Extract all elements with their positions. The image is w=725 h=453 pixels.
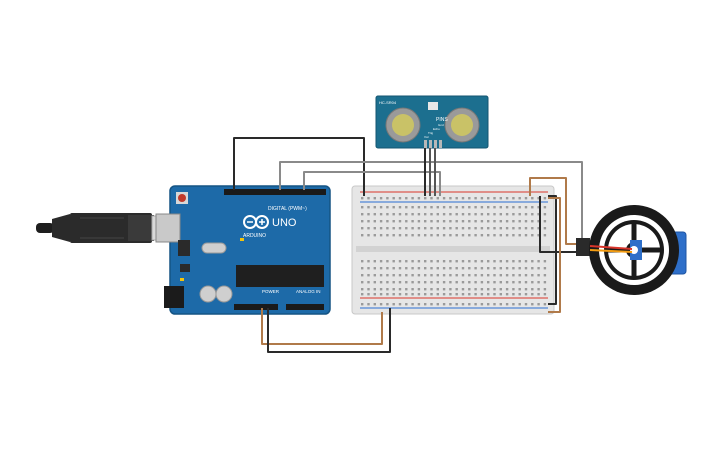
wire-black-gnd-top[interactable] (233, 137, 365, 196)
sensor-pin-echo: Echo (433, 127, 440, 131)
wire-brown-5v[interactable] (261, 308, 383, 345)
sensor-part-label: HC-SR04 (379, 100, 397, 105)
wires[interactable] (233, 137, 583, 353)
sensor-pin-trig: Trig (428, 131, 433, 135)
digital-header-label: DIGITAL (PWM~) (268, 206, 307, 212)
breadboard-holes[interactable] (361, 197, 547, 306)
power-header-strip[interactable] (234, 304, 278, 310)
analog-header-label: ANALOG IN (296, 289, 321, 294)
digital-header-strip[interactable] (224, 189, 326, 195)
wire-black-servo[interactable] (539, 196, 582, 253)
sensor-brand-label: PINS (436, 117, 448, 123)
wire-black-bb-right[interactable] (548, 195, 557, 305)
arduino-brand-label: ARDUINO (243, 233, 266, 239)
arduino-logo-icon (243, 215, 269, 229)
sensor-pin-vcc: Vcc (424, 135, 430, 139)
sensor-pin-gnd: Gnd (438, 123, 444, 127)
reset-button[interactable] (176, 192, 188, 204)
servo-horn-wheel[interactable] (589, 205, 679, 295)
ultrasonic-sensor[interactable]: HC-SR04 PINS Vcc Trig Echo Gnd (375, 95, 489, 149)
wire-brown-servo-1[interactable] (529, 177, 582, 245)
arduino-uno-board[interactable]: UNO ARDUINO DIGITAL (PWM~) POWER ANALOG … (155, 185, 331, 315)
usb-cable[interactable] (36, 213, 175, 243)
servo-motor[interactable] (576, 205, 687, 295)
wire-brown-servo-2[interactable] (548, 197, 561, 313)
arduino-model-label: UNO (272, 217, 297, 229)
wire-gray-2[interactable] (303, 171, 441, 196)
wire-black-gnd-bottom[interactable] (267, 308, 391, 353)
breadboard[interactable] (351, 185, 555, 315)
analog-header-strip[interactable] (286, 304, 324, 310)
power-header-label: POWER (262, 289, 280, 294)
